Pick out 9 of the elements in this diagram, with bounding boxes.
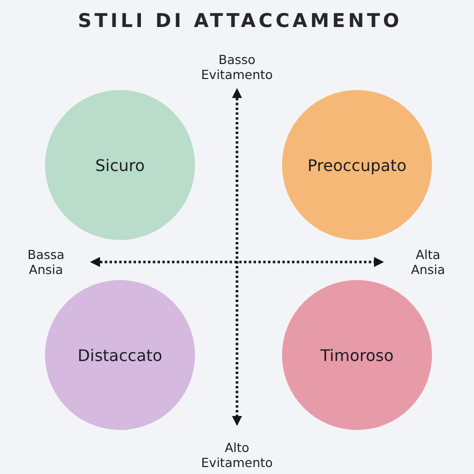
style-label: Distaccato [78,346,162,364]
style-label: Timoroso [320,346,394,364]
axis-label: Basso Evitamento [201,52,273,82]
style-label: Sicuro [95,156,145,174]
axis-label: Bassa Ansia [28,247,64,277]
style-label: Preoccupato [308,156,406,174]
axis-label: Alta Ansia [410,247,446,277]
axis-label: Alto Evitamento [201,440,273,470]
title: STILI DI ATTACCAMENTO [76,10,402,32]
